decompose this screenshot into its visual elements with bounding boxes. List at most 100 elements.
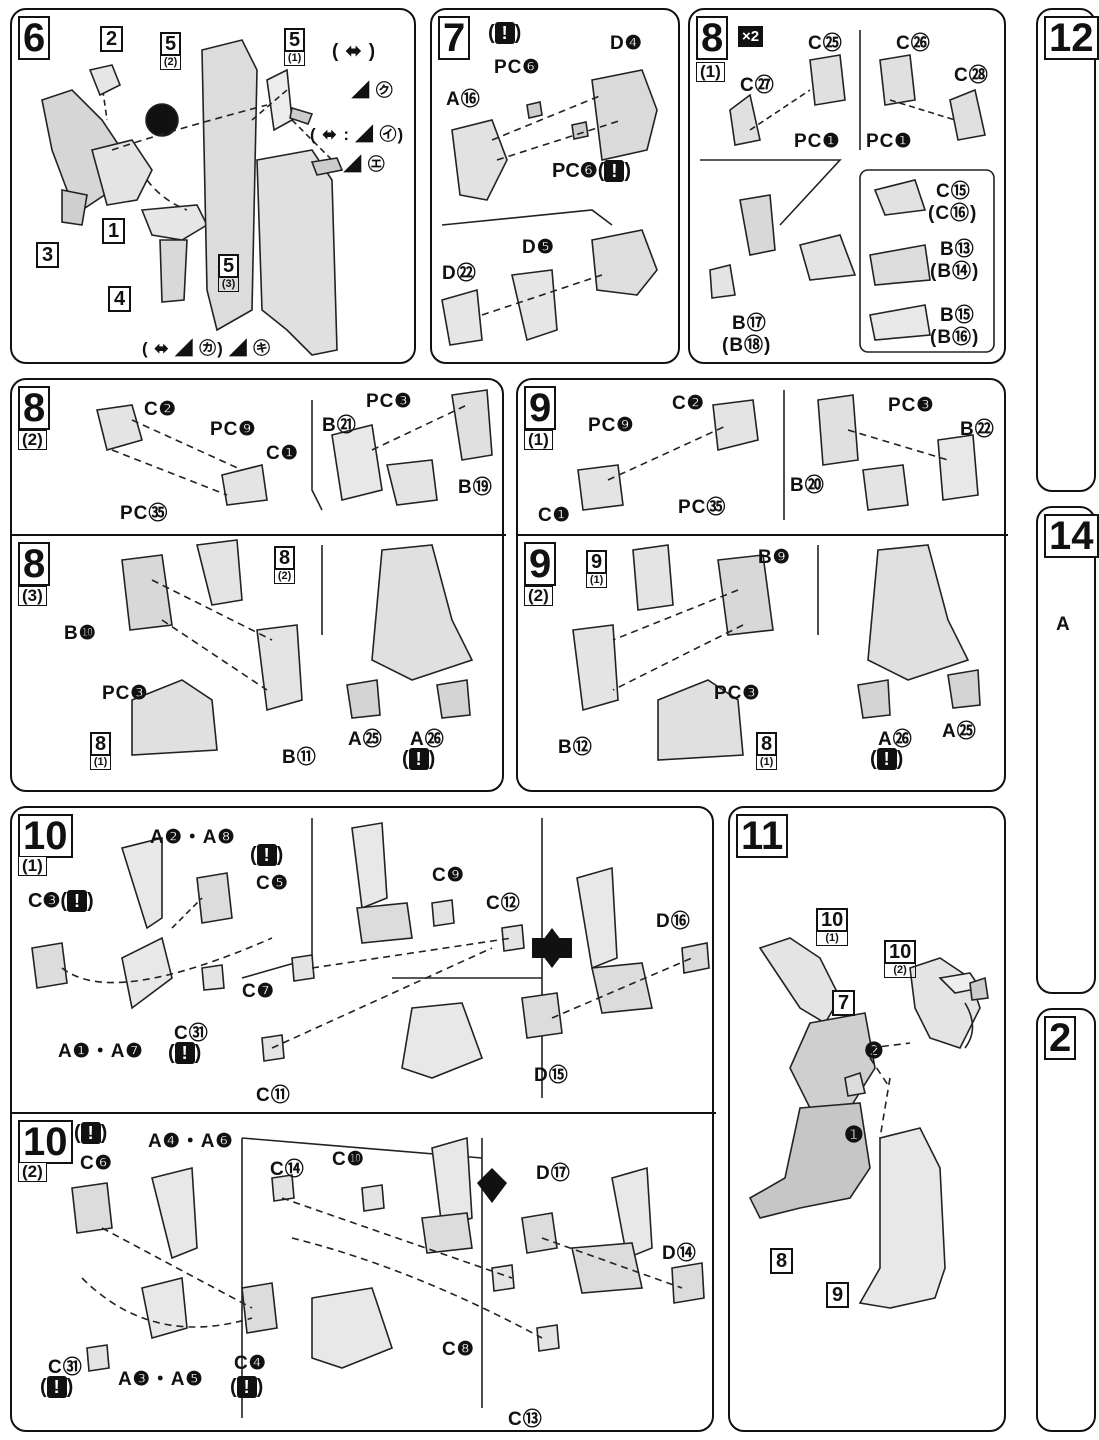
- step-number: 14: [1044, 514, 1099, 558]
- label-c16: (C⑯): [928, 203, 978, 224]
- label-pcm: PC㉟: [678, 497, 727, 518]
- part-ref-1: 1: [102, 218, 126, 244]
- part-ref-5-3: 5(3): [218, 254, 240, 292]
- step-14-panel-edge: 14 A: [1036, 506, 1099, 994]
- label-c7: C❼: [242, 981, 275, 1002]
- label-d16: D⑯: [656, 911, 691, 932]
- step-12-panel-edge: 12: [1036, 8, 1099, 492]
- part-ref-8-2: 8(2): [274, 546, 296, 584]
- step-8-1-illustration: [700, 30, 995, 353]
- part-ref-4: 4: [108, 286, 132, 312]
- step-number-9-2: 9: [524, 542, 557, 586]
- substep-label: (2): [18, 430, 47, 450]
- label-c28: C㉘: [954, 65, 989, 86]
- step-number: 2: [1044, 1016, 1077, 1060]
- label-pcc: PC❸: [102, 683, 149, 704]
- step-number: 11: [736, 814, 789, 858]
- step-8-illustration: [96, 389, 493, 756]
- label-a25: A㉕: [942, 721, 977, 742]
- label-pcm: PC㉟: [120, 503, 169, 524]
- caution-mark: (!): [250, 844, 284, 866]
- step-2-panel-edge: 2: [1036, 1008, 1096, 1432]
- caution-mark: (!): [230, 1376, 264, 1398]
- label-a1-a7: A❶・A❼: [58, 1041, 144, 1062]
- label-pcb: PC❸: [888, 395, 935, 416]
- step-9-illustration: [572, 390, 981, 761]
- part-ref-10-1: 10(1): [816, 908, 849, 946]
- label-d17: D⑰: [536, 1163, 571, 1184]
- label-a2-a8: A❷・A❽: [150, 827, 236, 848]
- step-number: 8: [18, 386, 51, 430]
- label-c25: C㉕: [808, 33, 843, 54]
- label-c6: C❻: [80, 1153, 113, 1174]
- step-number-8-3: 8: [18, 542, 51, 586]
- step-10-panel: 10 (1) 10 (2): [10, 806, 716, 1432]
- label-d14: D⑭: [662, 1243, 697, 1264]
- caution-mark: (!): [488, 22, 522, 44]
- step-10-illustration: [31, 818, 710, 1418]
- label-a4-a6: A❹・A❻: [148, 1131, 234, 1152]
- label-c27: C㉗: [740, 75, 775, 96]
- part-ref-2: 2: [100, 26, 124, 52]
- label-b17: B⑰: [732, 313, 767, 334]
- note-part-g: ◢ ㋗: [352, 81, 394, 100]
- substep-label-9-2: (2): [524, 586, 553, 606]
- substep-label: (1): [696, 62, 725, 82]
- label-b13: B⑬: [940, 239, 975, 260]
- label-c10: C❿: [332, 1149, 365, 1170]
- step-number: 6: [18, 16, 51, 60]
- label-b16: (B⑯): [930, 327, 980, 348]
- caution-mark: (!): [74, 1122, 108, 1144]
- label-pcb: PC❸: [366, 391, 413, 412]
- label-a3-a5: A❸・A❺: [118, 1369, 204, 1390]
- part-ref-5-1: 5(1): [284, 28, 306, 66]
- label-pc-i-right: PC❶: [866, 131, 913, 152]
- label-b9: B❾: [758, 547, 791, 568]
- step-8-panel: 8 (2) 8 (3) C❷ PC❾ C❶ PC㉟ PC: [10, 378, 506, 792]
- part-ref-5-2: 5(2): [160, 32, 182, 70]
- label-c2: C❷: [672, 393, 705, 414]
- label-b11: B⑪: [282, 747, 317, 768]
- part-ref-3: 3: [36, 242, 60, 268]
- label-d5: D❺: [522, 237, 555, 258]
- order-2: ❷: [864, 1038, 885, 1063]
- label-c12: C⑫: [486, 893, 521, 914]
- label-b18: (B⑱): [722, 335, 772, 356]
- label-c4: C❹: [234, 1353, 267, 1374]
- label-c31: C㉛: [174, 1023, 209, 1044]
- part-ref-8: 8: [770, 1248, 794, 1274]
- label-c15: C⑮: [936, 181, 971, 202]
- label-c5: C❺: [256, 873, 289, 894]
- step-7-illustration: [441, 69, 658, 346]
- label-c26: C㉖: [896, 33, 931, 54]
- label-d15: D⑮: [534, 1065, 569, 1086]
- substep-label: (1): [524, 430, 553, 450]
- part-ref-9: 9: [826, 1282, 850, 1308]
- label-b22: B㉒: [960, 419, 995, 440]
- label-c13: C⑬: [508, 1409, 543, 1430]
- part-ref-9-1: 9(1): [586, 550, 608, 588]
- label-c11: C⑪: [256, 1085, 291, 1106]
- label-b19: B⑲: [458, 477, 493, 498]
- label-c9: C❾: [432, 865, 465, 886]
- label-a-edge: A: [1056, 614, 1071, 635]
- step-7-panel: 7 (!) PC❻ D❹ A⑯ PC❻(!) D❺ D㉒: [430, 8, 680, 364]
- step-number: 10: [18, 814, 73, 858]
- label-c3: C❸(!): [28, 890, 94, 912]
- caution-mark: (!): [402, 748, 436, 770]
- order-1: ❶: [844, 1122, 865, 1147]
- quantity-badge: ×2: [738, 26, 764, 47]
- step-number: 8: [696, 16, 729, 60]
- step-8-1-panel: 8 ×2 (1) C㉕ C㉖ C㉗ C㉘ PC❶ PC❶ C⑮ (C⑯) B⑬ …: [688, 8, 1006, 364]
- caution-mark: (!): [870, 748, 904, 770]
- label-b12: B⑫: [558, 737, 593, 758]
- label-pcf-caution: PC❻(!): [552, 160, 632, 182]
- part-ref-10-2: 10(2): [884, 940, 917, 978]
- substep-label-8-3: (3): [18, 586, 47, 606]
- note-parts-ka-ki: ( ⬌ ◢ ㋕) ◢ ㋖: [142, 339, 272, 358]
- step-11-illustration: [748, 937, 989, 1309]
- label-a26: A㉖: [878, 729, 913, 750]
- label-b14: (B⑭): [930, 261, 980, 282]
- substep-label-10-2: (2): [18, 1162, 47, 1182]
- step-6-illustration: [41, 39, 344, 356]
